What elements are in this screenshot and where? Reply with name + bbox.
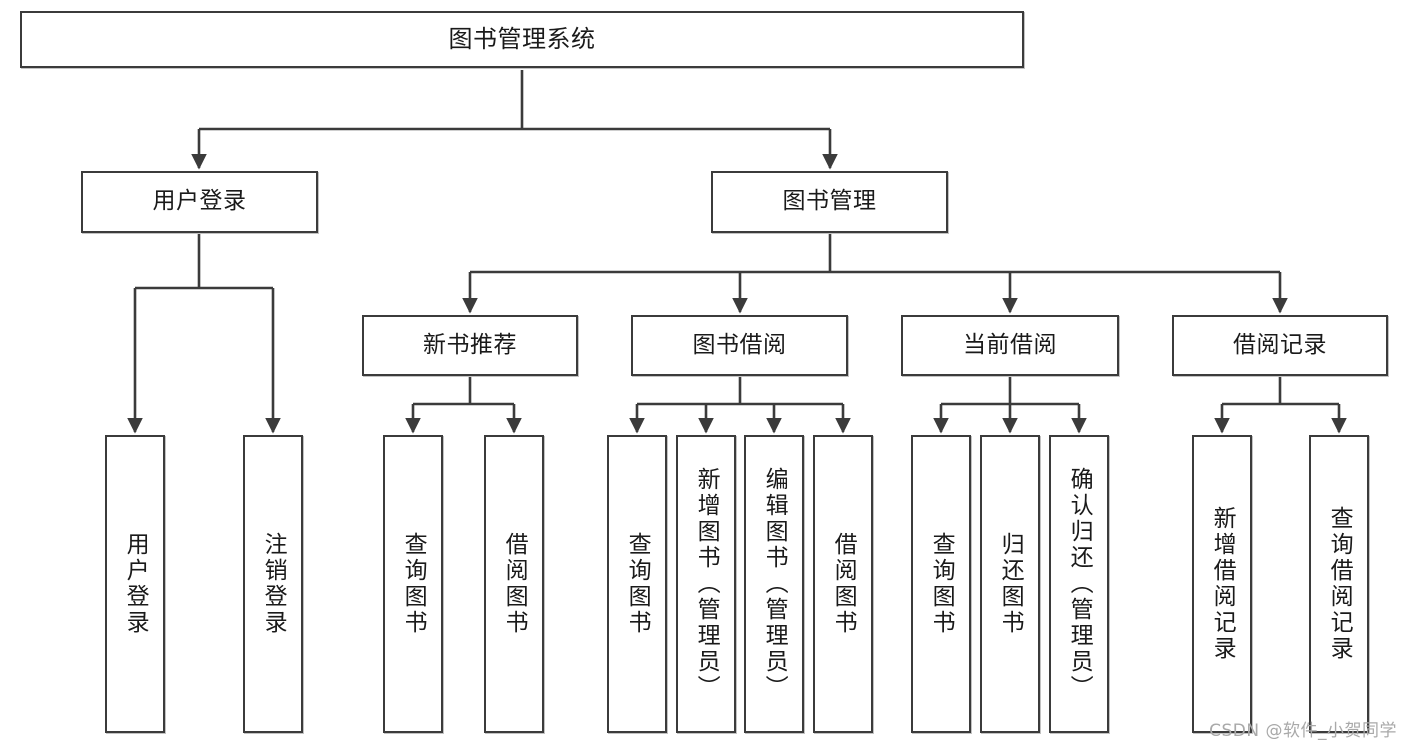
node-leaf-query-book-1-label: 查询图书 bbox=[400, 532, 427, 636]
node-leaf-logout-label: 注销登录 bbox=[260, 532, 287, 636]
node-leaf-confirm-return-label: 确认归还（管理员） bbox=[1066, 467, 1093, 701]
node-leaf-borrow-book-1[interactable]: 借阅图书 bbox=[484, 435, 544, 733]
node-leaf-borrow-book-2[interactable]: 借阅图书 bbox=[813, 435, 873, 733]
node-leaf-query-book-1[interactable]: 查询图书 bbox=[383, 435, 443, 733]
node-leaf-return-book-label: 归还图书 bbox=[997, 532, 1024, 636]
node-current-borrow[interactable]: 当前借阅 bbox=[901, 315, 1119, 376]
node-borrow-record-label: 借阅记录 bbox=[1233, 331, 1327, 358]
node-root-label: 图书管理系统 bbox=[448, 25, 596, 54]
node-leaf-query-book-3[interactable]: 查询图书 bbox=[911, 435, 971, 733]
node-new-book-recommend[interactable]: 新书推荐 bbox=[362, 315, 578, 376]
node-leaf-query-record-label: 查询借阅记录 bbox=[1326, 506, 1353, 662]
node-user-login[interactable]: 用户登录 bbox=[81, 171, 318, 233]
node-current-borrow-label: 当前借阅 bbox=[963, 331, 1057, 358]
node-leaf-query-book-2-label: 查询图书 bbox=[624, 532, 651, 636]
node-leaf-user-login-label: 用户登录 bbox=[122, 532, 149, 636]
node-leaf-query-book-3-label: 查询图书 bbox=[928, 532, 955, 636]
node-leaf-add-record-label: 新增借阅记录 bbox=[1209, 506, 1236, 662]
node-leaf-borrow-book-1-label: 借阅图书 bbox=[501, 532, 528, 636]
node-leaf-return-book[interactable]: 归还图书 bbox=[980, 435, 1040, 733]
node-leaf-add-book[interactable]: 新增图书（管理员） bbox=[676, 435, 736, 733]
node-book-borrow[interactable]: 图书借阅 bbox=[631, 315, 848, 376]
node-leaf-edit-book[interactable]: 编辑图书（管理员） bbox=[744, 435, 804, 733]
node-borrow-record[interactable]: 借阅记录 bbox=[1172, 315, 1388, 376]
node-leaf-query-record[interactable]: 查询借阅记录 bbox=[1309, 435, 1369, 733]
node-book-manage[interactable]: 图书管理 bbox=[711, 171, 948, 233]
node-leaf-confirm-return[interactable]: 确认归还（管理员） bbox=[1049, 435, 1109, 733]
node-leaf-user-login[interactable]: 用户登录 bbox=[105, 435, 165, 733]
node-book-manage-label: 图书管理 bbox=[782, 188, 877, 215]
node-leaf-add-record[interactable]: 新增借阅记录 bbox=[1192, 435, 1252, 733]
node-leaf-edit-book-label: 编辑图书（管理员） bbox=[761, 467, 788, 701]
node-root[interactable]: 图书管理系统 bbox=[20, 11, 1024, 68]
node-new-book-recommend-label: 新书推荐 bbox=[423, 331, 517, 358]
node-leaf-borrow-book-2-label: 借阅图书 bbox=[830, 532, 857, 636]
csdn-watermark: CSDN @软件_小贺同学 bbox=[1209, 721, 1397, 741]
node-leaf-logout[interactable]: 注销登录 bbox=[243, 435, 303, 733]
node-book-borrow-label: 图书借阅 bbox=[692, 331, 787, 358]
node-leaf-query-book-2[interactable]: 查询图书 bbox=[607, 435, 667, 733]
node-leaf-add-book-label: 新增图书（管理员） bbox=[693, 467, 720, 701]
node-user-login-label: 用户登录 bbox=[152, 188, 247, 215]
